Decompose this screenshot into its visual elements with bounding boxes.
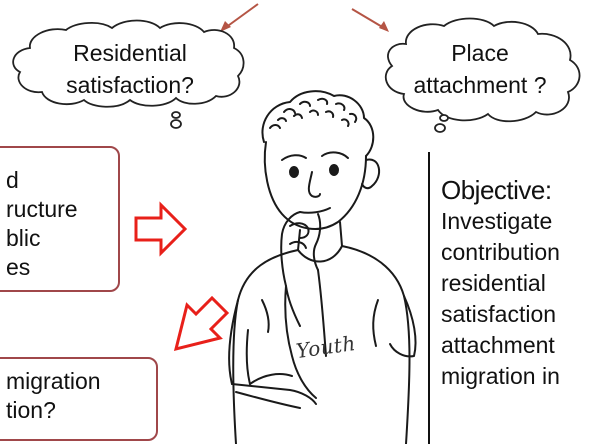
cloud-left-line-1: Residential — [73, 40, 187, 66]
thought-cloud-left — [12, 19, 245, 129]
cloud-right-line-1: Place — [451, 40, 509, 66]
thin-arrows — [220, 3, 389, 32]
box-top-line-3: blic — [6, 225, 41, 251]
cloud-right-line-2: attachment ? — [413, 72, 547, 98]
box-top-line-1: d — [6, 167, 19, 193]
objective-line-5: attachment — [441, 332, 555, 358]
box-top-line-2: ructure — [6, 196, 78, 222]
cloud-text-place-attachment: Place attachment ? — [390, 37, 570, 101]
thin-arrow-left — [224, 3, 259, 29]
objective-line-6: migration in — [441, 363, 560, 389]
box-migration-intention: migration tion? — [0, 357, 158, 441]
box-top-line-4: es — [6, 254, 31, 280]
arrow-right-hollow — [134, 201, 188, 257]
thought-cloud-right — [384, 17, 581, 133]
objective-line-2: contribution — [441, 239, 560, 265]
thin-arrow-right — [351, 8, 385, 29]
youth-figure — [228, 90, 417, 444]
cloud-left-line-2: satisfaction? — [66, 72, 194, 98]
objective-line-3: residential — [441, 270, 546, 296]
box-bottom-line-1: migration — [6, 368, 101, 394]
arrow-down-left-hollow — [173, 295, 230, 352]
objective-line-1: Investigate — [441, 208, 553, 234]
objective-line-4: satisfaction — [441, 301, 557, 327]
objective-panel: Objective: Investigate contribution resi… — [428, 152, 602, 444]
box-bottom-line-2: tion? — [6, 397, 56, 423]
hollow-arrows — [134, 201, 230, 352]
objective-title: Objective: — [441, 175, 552, 205]
cloud-text-residential-satisfaction: Residential satisfaction? — [30, 37, 230, 101]
box-infrastructure-services: d ructure blic es — [0, 146, 120, 292]
